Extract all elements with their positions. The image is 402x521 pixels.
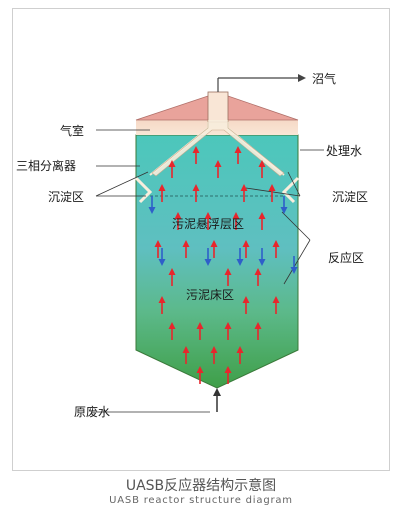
label-sludge-bed-zone: 污泥床区 xyxy=(186,288,234,302)
upflow-arrow xyxy=(240,184,248,202)
upflow-arrow xyxy=(204,212,212,230)
upflow-arrow xyxy=(210,240,218,258)
upflow-arrow xyxy=(224,268,232,286)
upflow-arrow xyxy=(242,240,250,258)
upflow-arrow xyxy=(254,268,262,286)
label-raw-wastewater: 原废水 xyxy=(74,404,110,419)
upflow-arrow xyxy=(192,146,200,164)
label-gas-chamber: 气室 xyxy=(60,123,84,138)
label-sludge-suspension-zone: 污泥悬浮层区 xyxy=(172,217,244,231)
upflow-arrow xyxy=(214,160,222,178)
label-three-phase-separator: 三相分离器 xyxy=(16,158,76,173)
downflow-arrow xyxy=(290,256,298,274)
downflow-arrow xyxy=(280,196,288,214)
upflow-arrow xyxy=(258,160,266,178)
upflow-arrow xyxy=(196,366,204,384)
upflow-arrow xyxy=(182,240,190,258)
downflow-arrow xyxy=(258,248,266,266)
separator-baffle-left xyxy=(134,176,153,204)
upflow-arrow xyxy=(236,346,244,364)
inflow-arrow-head xyxy=(213,388,221,396)
downflow-arrow xyxy=(204,248,212,266)
label-treated-water: 处理水 xyxy=(326,144,362,158)
upflow-arrow xyxy=(232,212,240,230)
caption-english: UASB reactor structure diagram xyxy=(109,495,293,506)
upflow-arrow xyxy=(168,322,176,340)
upflow-arrow xyxy=(272,240,280,258)
upflow-arrow xyxy=(224,322,232,340)
flow-arrows xyxy=(148,146,298,384)
upflow-arrow xyxy=(154,240,162,258)
upflow-arrow xyxy=(268,184,276,202)
label-biogas: 沼气 xyxy=(312,71,336,86)
separator-hood-outline xyxy=(151,120,285,177)
upflow-arrow xyxy=(158,296,166,314)
upflow-arrow xyxy=(242,296,250,314)
upflow-arrow xyxy=(258,212,266,230)
upflow-arrow xyxy=(192,184,200,202)
upflow-arrow xyxy=(254,322,262,340)
label-reaction-zone: 反应区 xyxy=(328,250,364,265)
upflow-arrow xyxy=(168,160,176,178)
upflow-arrow xyxy=(182,346,190,364)
upflow-arrow xyxy=(168,268,176,286)
label-settling-zone-right: 沉淀区 xyxy=(332,190,368,204)
downflow-arrow xyxy=(158,248,166,266)
label-settling-zone-left: 沉淀区 xyxy=(48,190,84,204)
upflow-arrow xyxy=(224,366,232,384)
upflow-arrow xyxy=(174,212,182,230)
upflow-arrow xyxy=(234,146,242,164)
gas-outlet-pipe xyxy=(207,91,229,123)
biogas-arrow-head xyxy=(298,74,306,82)
upflow-arrow xyxy=(210,346,218,364)
downflow-arrow xyxy=(236,248,244,266)
leader-lines xyxy=(95,129,324,413)
downflow-arrow xyxy=(148,196,156,214)
caption-chinese: UASB反应器结构示意图 xyxy=(125,478,277,494)
upflow-arrow xyxy=(272,296,280,314)
upflow-arrow xyxy=(196,322,204,340)
upflow-arrow xyxy=(158,184,166,202)
